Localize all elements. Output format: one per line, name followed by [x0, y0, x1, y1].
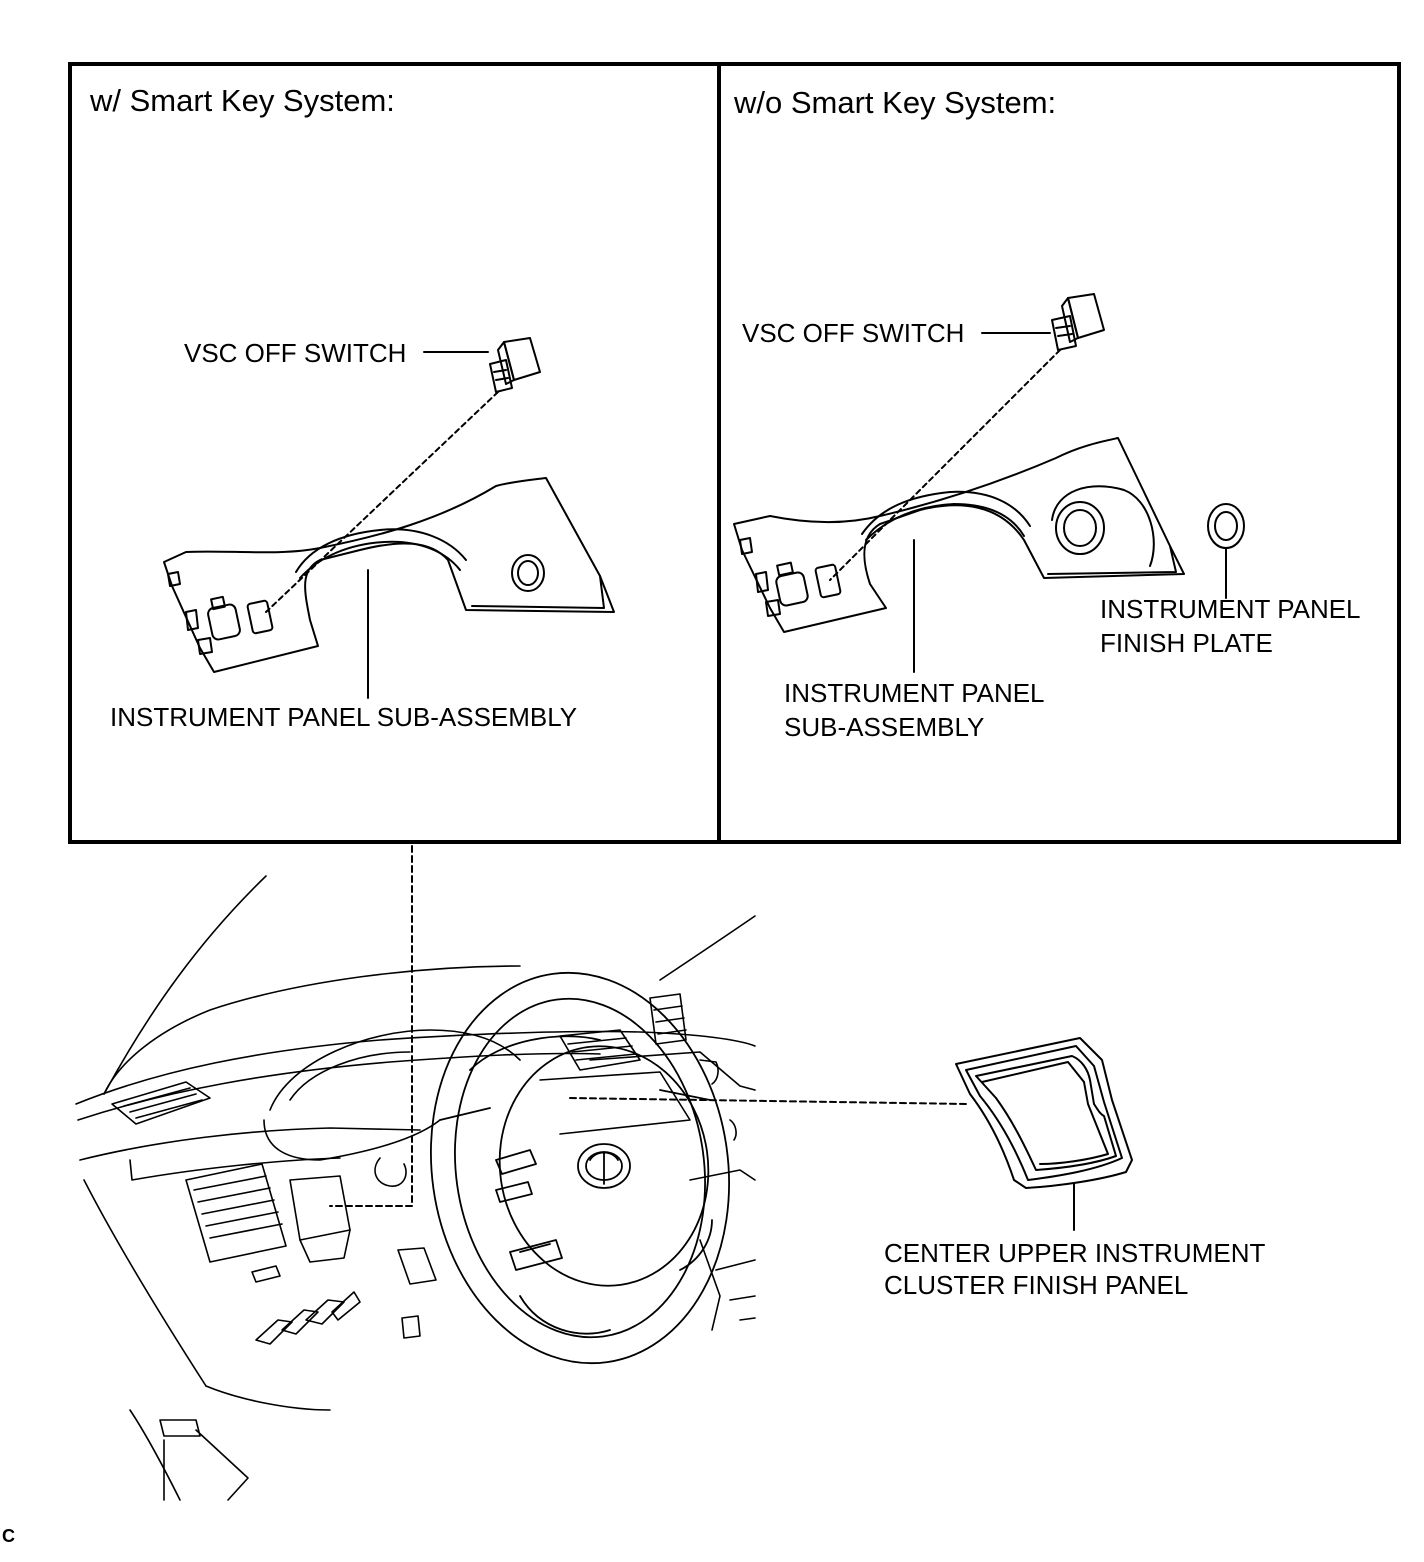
finish-plate-label-line1: INSTRUMENT PANEL — [1100, 594, 1361, 624]
steering-wheel-drawing — [430, 971, 730, 1365]
right-vsc-off-switch-label: VSC OFF SWITCH — [742, 318, 965, 348]
left-vsc-dashed-guide — [265, 391, 499, 613]
finish-plate-label-line2: FINISH PLATE — [1100, 628, 1273, 658]
upper-panels-frame — [68, 62, 1401, 844]
panel-divider — [717, 62, 721, 844]
cluster-finish-panel-label-line1: CENTER UPPER INSTRUMENT — [884, 1238, 1266, 1268]
cluster-finish-panel-label-line2: CLUSTER FINISH PANEL — [884, 1270, 1189, 1300]
left-instrument-panel-drawing — [163, 477, 615, 673]
dashboard-drawing — [75, 875, 756, 1501]
left-instrument-panel-label: INSTRUMENT PANEL SUB-ASSEMBLY — [110, 702, 578, 732]
cluster-finish-panel-drawing — [955, 1037, 1133, 1189]
upper-frame-connector — [329, 845, 413, 1207]
left-panel-heading: w/ Smart Key System: — [90, 83, 395, 118]
left-vsc-switch-drawing — [489, 337, 541, 393]
right-instrument-panel-label-line1: INSTRUMENT PANEL — [784, 678, 1045, 708]
right-instrument-panel-label-line2: SUB-ASSEMBLY — [784, 712, 985, 742]
right-vsc-dashed-guide — [829, 349, 1061, 581]
corner-mark: C — [2, 1526, 15, 1546]
left-vsc-off-switch-label: VSC OFF SWITCH — [184, 338, 407, 368]
finish-panel-dashed-guide — [569, 1097, 969, 1105]
right-panel-heading: w/o Smart Key System: — [734, 85, 1057, 120]
right-instrument-panel-drawing — [733, 437, 1185, 633]
right-vsc-switch-drawing — [1051, 293, 1105, 351]
finish-plate-drawing — [1207, 503, 1245, 549]
